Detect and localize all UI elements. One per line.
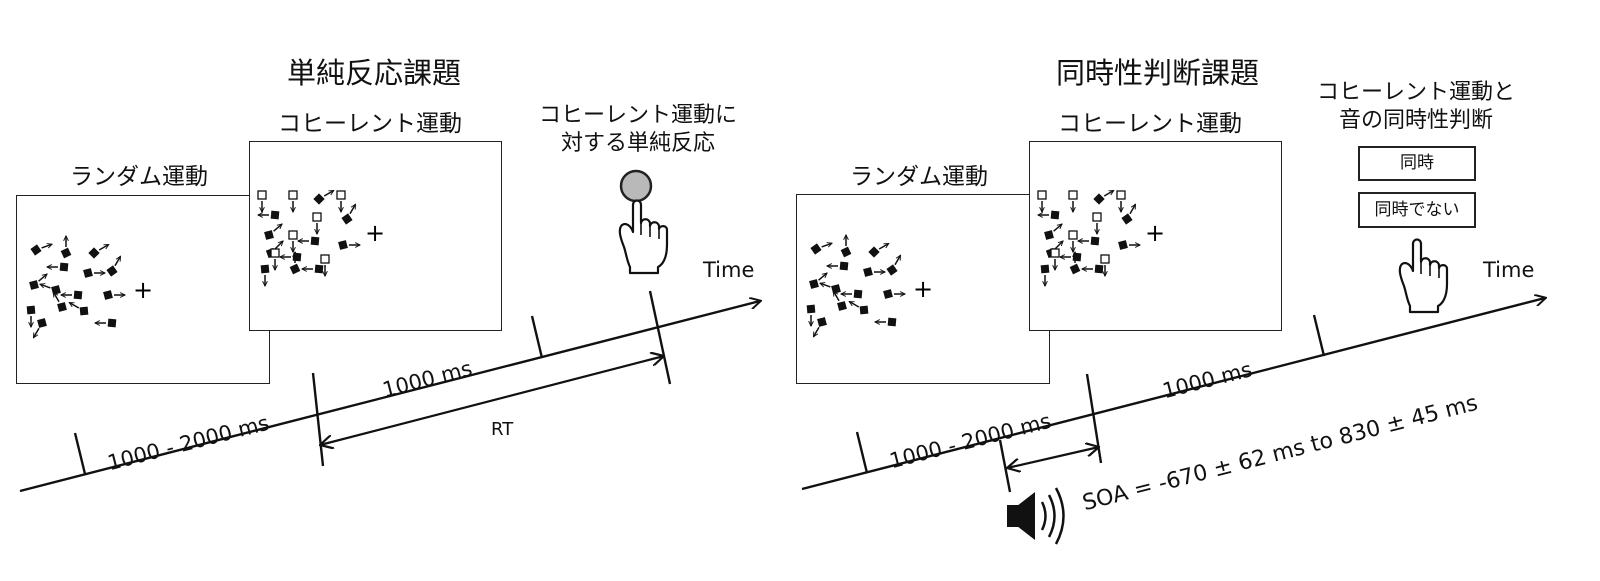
left-coherent-label: コヒーレント運動 xyxy=(278,111,462,137)
right-random-label: ランダム運動 xyxy=(850,164,988,190)
hand-pointer-icon xyxy=(1398,238,1449,314)
left-time-label: Time xyxy=(703,258,755,282)
choice-not-simultaneous: 同時でない xyxy=(1358,192,1476,228)
right-coherent-label: コヒーレント運動 xyxy=(1058,111,1242,137)
random-motion-panel-left xyxy=(16,195,270,384)
coherent-motion-panel-left xyxy=(249,141,502,331)
hand-pointer-icon xyxy=(618,199,669,275)
response-button-icon xyxy=(619,169,653,203)
random-motion-panel-right xyxy=(796,194,1050,384)
right-task-title: 同時性判断課題 xyxy=(1056,56,1260,90)
right-response-line2: 音の同時性判断 xyxy=(1338,108,1493,133)
right-timeline xyxy=(801,298,1545,493)
choice-simultaneous: 同時 xyxy=(1358,146,1476,181)
left-task-title: 単純反応課題 xyxy=(287,56,462,90)
left-response-line1: コヒーレント運動に xyxy=(538,103,737,128)
left-timeline xyxy=(19,290,760,493)
speaker-icon xyxy=(1007,487,1065,545)
rt-label: RT xyxy=(491,419,514,440)
left-random-label: ランダム運動 xyxy=(70,164,208,190)
left-response-line2: 対する単純反応 xyxy=(560,131,715,156)
right-response-line1: コヒーレント運動と xyxy=(1316,80,1515,105)
coherent-motion-panel-right xyxy=(1029,141,1282,331)
right-time-label: Time xyxy=(1483,258,1535,282)
